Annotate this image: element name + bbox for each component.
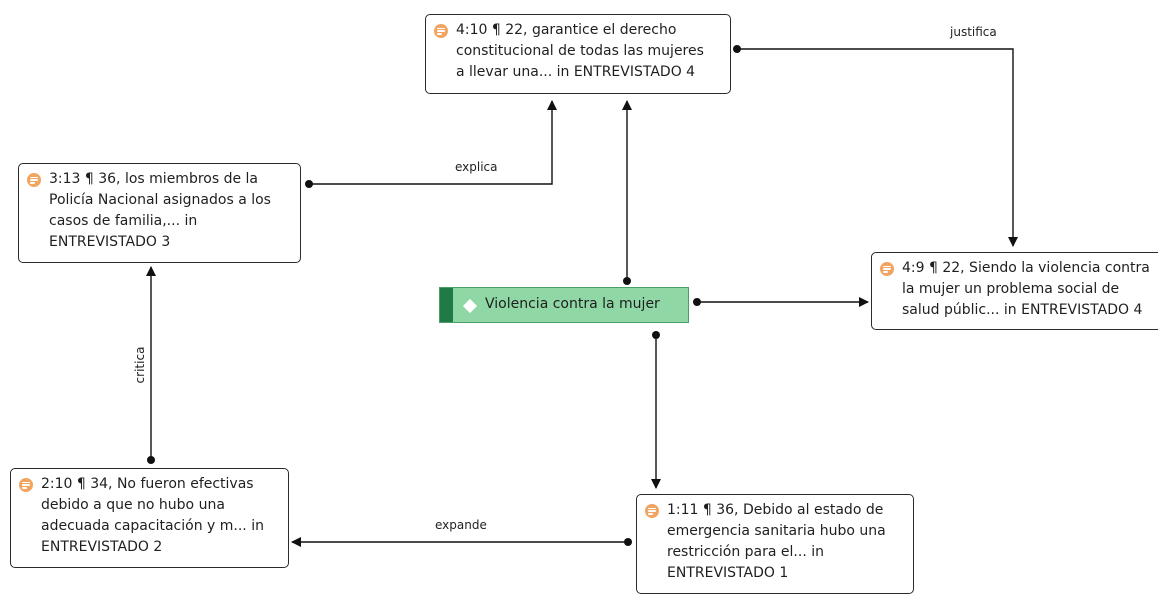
quotation-line: 4:9 ¶ 22, Siendo la violencia contra <box>902 260 1150 276</box>
quotation-line: 3:13 ¶ 36, los miembros de la <box>49 171 259 187</box>
quotation-icon <box>27 173 41 187</box>
link-dot <box>733 45 741 53</box>
quotation-line: Policía Nacional asignados a los <box>49 192 271 208</box>
quotation-line: 1:11 ¶ 36, Debido al estado de <box>667 502 884 518</box>
quotation-line: ENTREVISTADO 1 <box>667 565 789 581</box>
quotation-line: restricción para el... in <box>667 544 824 560</box>
code-color-band <box>440 288 453 322</box>
quotation-node-2-10[interactable]: 2:10 ¶ 34, No fueron efectivas debido a … <box>10 468 289 568</box>
link-dot <box>305 180 313 188</box>
link-dot <box>624 538 632 546</box>
relation-label-critica: critica <box>133 346 147 384</box>
link-explica <box>309 100 557 185</box>
quotation-line: salud públic... in ENTREVISTADO 4 <box>902 302 1143 318</box>
quotation-line: la mujer un problema social de <box>902 281 1120 297</box>
quotation-node-3-13[interactable]: 3:13 ¶ 36, los miembros de la Policía Na… <box>18 163 301 263</box>
link-dot <box>652 331 660 339</box>
quotation-line: a llevar una... in ENTREVISTADO 4 <box>456 64 696 80</box>
quotation-icon <box>434 24 448 38</box>
quotation-line: ENTREVISTADO 2 <box>41 539 163 555</box>
link-dot <box>147 456 155 464</box>
quotation-node-4-9[interactable]: 4:9 ¶ 22, Siendo la violencia contra la … <box>871 252 1158 330</box>
quotation-line: casos de familia,... in <box>49 213 198 229</box>
relation-label-explica: explica <box>455 160 498 174</box>
link-justifica <box>737 48 1018 247</box>
quotation-line: constitucional de todas las mujeres <box>456 43 704 59</box>
quotation-icon <box>645 504 659 518</box>
quotation-node-1-11[interactable]: 1:11 ¶ 36, Debido al estado de emergenci… <box>636 494 914 594</box>
quotation-line: emergencia sanitaria hubo una <box>667 523 886 539</box>
quotation-line: 4:10 ¶ 22, garantice el derecho <box>456 22 677 38</box>
link-dot <box>623 277 631 285</box>
quotation-line: debido a que no hubo una <box>41 497 225 513</box>
code-label: Violencia contra la mujer <box>485 296 660 312</box>
diamond-icon <box>462 298 478 314</box>
relation-label-expande: expande <box>435 518 487 532</box>
link-dot <box>693 298 701 306</box>
relation-label-justifica: justifica <box>950 25 997 39</box>
quotation-icon <box>19 478 33 492</box>
quotation-line: adecuada capacitación y m... in <box>41 518 264 534</box>
quotation-node-4-10[interactable]: 4:10 ¶ 22, garantice el derecho constitu… <box>425 14 731 94</box>
quotation-icon <box>880 262 894 276</box>
quotation-line: ENTREVISTADO 3 <box>49 234 171 250</box>
code-node-violencia-contra-la-mujer[interactable]: Violencia contra la mujer <box>439 287 689 323</box>
quotation-line: 2:10 ¶ 34, No fueron efectivas <box>41 476 254 492</box>
